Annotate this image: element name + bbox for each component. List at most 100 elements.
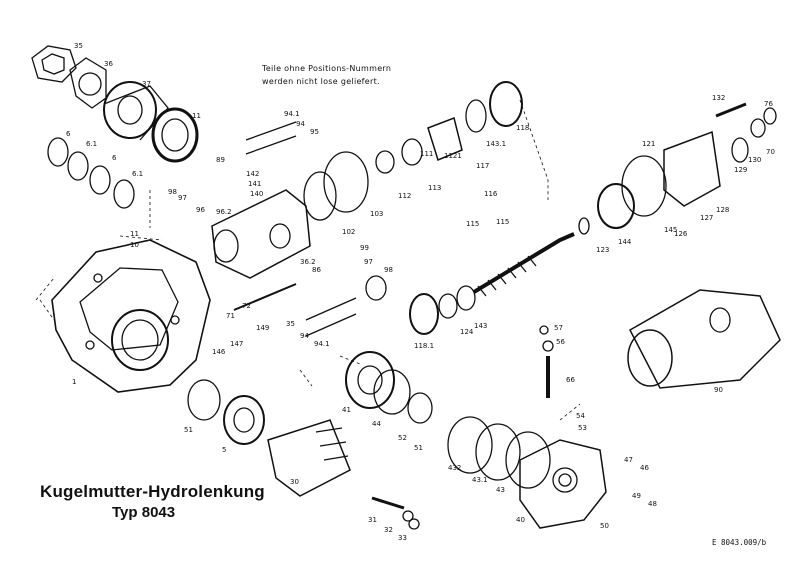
callout: 149 bbox=[256, 324, 269, 332]
parts-note: Teile ohne Positions-Nummern werden nich… bbox=[262, 62, 391, 88]
callout: 124 bbox=[460, 328, 474, 336]
callout: 130 bbox=[748, 156, 761, 164]
callout: 118.1 bbox=[414, 342, 434, 350]
ring-1431 bbox=[465, 99, 487, 133]
callout: 56 bbox=[556, 338, 565, 346]
ring-102 bbox=[303, 171, 337, 221]
callout: 97 bbox=[364, 258, 373, 266]
callout: 115 bbox=[466, 220, 479, 228]
callout: 143 bbox=[474, 322, 487, 330]
callout: 98 bbox=[384, 266, 393, 274]
callout: 140 bbox=[250, 190, 263, 198]
callout: 127 bbox=[700, 214, 713, 222]
callout: 6 bbox=[66, 130, 71, 138]
callout: 1121 bbox=[444, 152, 462, 160]
callout: 53 bbox=[578, 424, 587, 432]
callout: 142 bbox=[246, 170, 259, 178]
oring-61b bbox=[113, 179, 135, 209]
callout: 143.1 bbox=[486, 140, 506, 148]
callout: 89 bbox=[216, 156, 225, 164]
callout: 126 bbox=[674, 230, 688, 238]
callout: 37 bbox=[142, 80, 151, 88]
callout: 5 bbox=[222, 446, 226, 454]
callout: 10 bbox=[130, 241, 139, 249]
screw-149 bbox=[233, 283, 297, 311]
ring-76 bbox=[763, 107, 777, 125]
callout: 117 bbox=[476, 162, 489, 170]
bearing-118 bbox=[489, 81, 523, 127]
ring-432 bbox=[447, 416, 493, 474]
callout: 31 bbox=[368, 516, 377, 524]
callout: 90 bbox=[714, 386, 723, 394]
callout: 6.1 bbox=[132, 170, 143, 178]
callout: 47 bbox=[624, 456, 633, 464]
callout: 51 bbox=[184, 426, 193, 434]
ring-143 bbox=[456, 285, 476, 311]
diagram-subtitle: Typ 8043 bbox=[112, 504, 176, 521]
callout: 49 bbox=[632, 492, 641, 500]
callout: 57 bbox=[554, 324, 563, 332]
ring-112 bbox=[375, 150, 395, 174]
ring-103 bbox=[323, 151, 369, 213]
callout: 86 bbox=[312, 266, 321, 274]
ring-124 bbox=[438, 293, 458, 319]
washer-32 bbox=[402, 510, 414, 522]
callout: 43.1 bbox=[472, 476, 488, 484]
ring-70 bbox=[750, 118, 766, 138]
ring-44 bbox=[373, 369, 411, 415]
callout: 103 bbox=[370, 210, 383, 218]
callout: 144 bbox=[618, 238, 632, 246]
callout: 33 bbox=[398, 534, 407, 542]
ring-52 bbox=[407, 392, 433, 424]
bearing-37 bbox=[103, 81, 157, 139]
callout: 11 bbox=[192, 112, 201, 120]
callout: 70 bbox=[766, 148, 775, 156]
callout: 30 bbox=[290, 478, 299, 486]
rod-941 bbox=[245, 121, 297, 155]
diagram-title: Kugelmutter-Hydrolenkung bbox=[40, 482, 265, 501]
callout: 52 bbox=[398, 434, 407, 442]
callout: 129 bbox=[734, 166, 747, 174]
ring-56 bbox=[542, 340, 554, 352]
callout: 98 bbox=[168, 188, 177, 196]
callout: 43 bbox=[496, 486, 505, 494]
callout: 94 bbox=[296, 120, 305, 128]
callout: 96.2 bbox=[216, 208, 232, 216]
ring-gear-111 bbox=[427, 116, 463, 162]
callout: 71 bbox=[226, 312, 235, 320]
bolt-31 bbox=[371, 496, 405, 510]
callout: 128 bbox=[716, 206, 729, 214]
ring-98 bbox=[365, 275, 387, 301]
callout: 112 bbox=[398, 192, 411, 200]
callout: 116 bbox=[484, 190, 498, 198]
bearing-41 bbox=[345, 351, 395, 409]
note-line-1: Teile ohne Positions-Nummern bbox=[262, 64, 392, 73]
callout: 6 bbox=[112, 154, 117, 162]
rod-94 bbox=[305, 297, 357, 337]
callout: 44 bbox=[372, 420, 381, 428]
callout: 51 bbox=[414, 444, 423, 452]
note-line-2: werden nicht lose geliefert. bbox=[262, 77, 380, 86]
oring-61a bbox=[67, 151, 89, 181]
piston-90 bbox=[629, 289, 781, 389]
callout: 94.1 bbox=[314, 340, 330, 348]
callout: 132 bbox=[712, 94, 725, 102]
ring-57 bbox=[539, 325, 549, 335]
bearing-144 bbox=[597, 183, 635, 229]
callout: 115 bbox=[496, 218, 509, 226]
callout: 102 bbox=[342, 228, 355, 236]
callout: 123 bbox=[596, 246, 609, 254]
callout: 72 bbox=[242, 302, 251, 310]
ring-145 bbox=[621, 155, 667, 217]
callout: 432 bbox=[448, 464, 461, 472]
nut-35 bbox=[31, 45, 77, 83]
ring-51 bbox=[187, 379, 221, 421]
drawing-reference: E 8043.009/b bbox=[712, 538, 767, 547]
callout: 35 bbox=[74, 42, 83, 50]
bearing-5 bbox=[223, 395, 265, 445]
callout: 36.2 bbox=[300, 258, 316, 266]
bolt-132 bbox=[715, 102, 747, 118]
callout: 118 bbox=[516, 124, 529, 132]
ring-43 bbox=[505, 431, 551, 489]
